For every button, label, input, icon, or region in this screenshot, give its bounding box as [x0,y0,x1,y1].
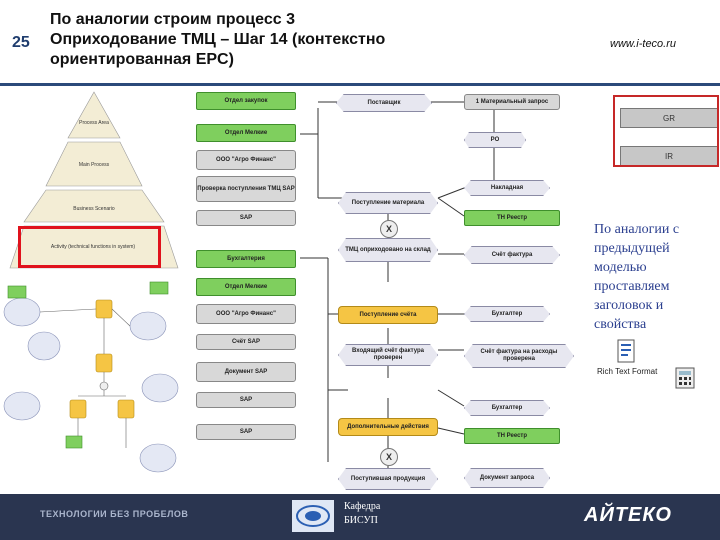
event-additional-actions[interactable]: Дополнительные действия [338,418,438,436]
function-expense-invoice-check[interactable]: Счёт фактура на расходы проверена [464,344,574,368]
event-invoice-received[interactable]: Поступление счёта [338,306,438,324]
event-invoice-checked[interactable]: Входящий счёт фактура проверен [338,344,438,366]
function-po[interactable]: PO [464,132,526,148]
org-unit-accounting[interactable]: Бухгалтерия [196,250,296,268]
overview-epc-graphic [3,281,179,473]
header-divider [0,83,720,86]
function-request-document[interactable]: Документ запроса [464,468,550,488]
system-sap-3[interactable]: SAP [196,424,296,440]
instruction-note: По аналогии с предыдущей моделью простав… [594,222,680,332]
system-invoice-sap[interactable]: Счёт SAP [196,334,296,350]
department-logo [292,500,334,532]
pyramid-level-1: Process Area [79,120,109,126]
event-material-received[interactable]: Поступление материала [338,192,438,214]
overview-epc-thumbnail [0,276,188,494]
function-accountant-2[interactable]: Бухгалтер [464,400,550,416]
rtf-caption: Rich Text Format [597,367,658,376]
function-invoice[interactable]: Счёт фактура [464,246,560,264]
event-goods-posted[interactable]: ТМЦ оприходовано на склад [338,238,438,262]
site-url[interactable]: www.i-teco.ru [610,38,677,50]
system-sap-1[interactable]: SAP [196,210,296,226]
function-tn-register-1[interactable]: ТН Реестр [464,210,560,226]
footer: ТЕХНОЛОГИИ БЕЗ ПРОБЕЛОВ Кафедра БИСУП АЙ… [0,494,720,540]
org-unit-purchasing[interactable]: Отдел закупок [196,92,296,110]
rtf-document-icon[interactable] [616,338,638,364]
function-material-request[interactable]: 1 Материальный запрос [464,94,560,110]
system-document-sap[interactable]: Документ SAP [196,362,296,382]
footer-tagline: ТЕХНОЛОГИИ БЕЗ ПРОБЕЛОВ [40,509,189,519]
org-unit-small-1[interactable]: Отдел Мелкие [196,124,296,142]
function-tn-register-2[interactable]: ТН Реестр [464,428,560,444]
function-waybill[interactable]: Накладная [464,180,550,196]
pyramid-level-2: Main Process [78,162,110,168]
org-unit-small-2[interactable]: Отдел Мелкие [196,278,296,296]
xor-gate-2[interactable]: X [380,448,398,466]
pyramid-level-3: Business Scenario [73,206,115,212]
pyramid-graphic [9,91,179,269]
epc-connectors [300,101,495,472]
event-supplier[interactable]: Поставщик [336,94,432,112]
gr-ir-frame [613,95,719,167]
activity-level-highlight [18,226,161,268]
system-agro-finance-1[interactable]: ООО "Агро Финанс" [196,150,296,170]
system-receipt-check[interactable]: Проверка поступления ТМЦ SAP [196,176,296,202]
calculator-icon[interactable] [674,366,696,390]
event-goods-received[interactable]: Поступившая продукция [338,468,438,490]
function-accountant-1[interactable]: Бухгалтер [464,306,550,322]
slide-title: По аналогии строим процесс 3 Оприходован… [50,11,386,68]
pyramid-level-4: Activity (technical functions in system) [50,244,136,250]
department-name: Кафедра БИСУП [344,501,381,526]
system-agro-finance-2[interactable]: ООО "Агро Финанс" [196,304,296,324]
brand-logo: АЙТЕКО [584,504,672,526]
system-sap-2[interactable]: SAP [196,392,296,408]
xor-gate-1[interactable]: X [380,220,398,238]
slide-number: 25 [12,34,30,51]
process-pyramid: Process Area Main Process Business Scena… [0,90,188,270]
epc-diagram: Отдел закупок Отдел Мелкие ООО "Агро Фин… [188,88,590,494]
